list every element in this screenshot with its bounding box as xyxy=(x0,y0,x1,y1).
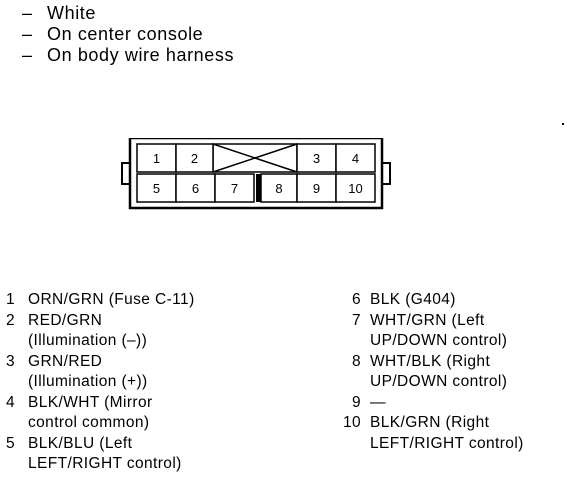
pin-description-line: (Illumination (+)) xyxy=(28,373,148,390)
pin-entry-description: GRN/RED (Illumination (+)) xyxy=(28,352,306,393)
pin-entry-number: 4 xyxy=(6,393,16,411)
pin-description-line: BLK (G404) xyxy=(370,291,456,308)
connector-diagram: 1 2 3 4 5 6 7 8 9 10 xyxy=(121,138,391,210)
pin-description-line: GRN/RED xyxy=(28,352,103,370)
pin-description-line: RED/GRN xyxy=(28,311,103,329)
pin-entry: 1 ORN/GRN (Fuse C-11) xyxy=(6,290,306,311)
pin-description-line: — xyxy=(370,393,386,411)
pin-entry-number: 2 xyxy=(6,311,16,329)
pin-entry-description: RED/GRN (Illumination (–)) xyxy=(28,311,306,352)
pin-cavity-8: 8 xyxy=(260,173,298,203)
pin-cavity-5: 5 xyxy=(136,173,177,203)
pin-cavity-3: 3 xyxy=(296,143,337,173)
pin-description-line: control common) xyxy=(28,414,150,431)
pin-entry-description: BLK/WHT (Mirror control common) xyxy=(28,393,306,434)
pin-number: 5 xyxy=(153,181,160,196)
pin-entry: 4 BLK/WHT (Mirror control common) xyxy=(6,393,306,434)
pin-description-line: UP/DOWN control) xyxy=(370,373,508,390)
pin-entry-description: ORN/GRN (Fuse C-11) xyxy=(28,290,306,311)
pin-description-line: LEFT/RIGHT control) xyxy=(28,455,182,472)
pin-cavity-6: 6 xyxy=(175,173,216,203)
pin-number: 7 xyxy=(231,181,238,196)
pin-number: 9 xyxy=(313,181,320,196)
pin-description-line: ORN/GRN (Fuse C-11) xyxy=(28,291,195,308)
header-line-color: – White xyxy=(22,3,234,24)
pin-cavity-4: 4 xyxy=(335,143,376,173)
header-dash: – xyxy=(22,3,33,23)
pin-cavity-7: 7 xyxy=(214,173,255,203)
pin-description-line: BLK/BLU (Left xyxy=(28,434,133,452)
pin-entry-number: 10 xyxy=(342,414,361,431)
pin-number: 1 xyxy=(153,151,160,166)
pin-entry: 6 BLK (G404) xyxy=(334,290,574,311)
header-line-harness: – On body wire harness xyxy=(22,45,234,66)
connector-info-header: – White – On center console – On body wi… xyxy=(22,3,234,66)
pin-entry-number: 7 xyxy=(351,311,361,329)
pin-cavity-2: 2 xyxy=(175,143,214,173)
pin-description-line: BLK/WHT (Mirror xyxy=(28,393,153,411)
pin-number: 2 xyxy=(191,151,198,166)
pin-entry: 3 GRN/RED (Illumination (+)) xyxy=(6,352,306,393)
blank-cavity xyxy=(212,143,298,173)
header-dash: – xyxy=(22,24,33,44)
pin-description-line: WHT/BLK (Right xyxy=(370,352,491,370)
stray-dot xyxy=(562,123,564,125)
pin-entry-number: 3 xyxy=(6,352,16,370)
pin-entry-description: — xyxy=(370,393,574,414)
pin-entry: 9— xyxy=(334,393,574,414)
pin-description-line: (Illumination (–)) xyxy=(28,332,148,349)
pin-description-line: WHT/GRN (Left xyxy=(370,311,485,329)
pin-description-line: UP/DOWN control) xyxy=(370,332,508,349)
header-dash: – xyxy=(22,45,33,65)
pin-entry-number: 9 xyxy=(351,393,361,411)
pin-number: 4 xyxy=(352,151,359,166)
pin-entry-number: 1 xyxy=(6,291,16,308)
pin-cavity-10: 10 xyxy=(335,173,376,203)
connector-color: White xyxy=(47,3,97,23)
pin-number: 3 xyxy=(313,151,320,166)
pin-description-line: BLK/GRN (Right xyxy=(370,414,490,431)
pin-entry-number: 6 xyxy=(351,291,361,308)
pin-entry: 2 RED/GRN (Illumination (–)) xyxy=(6,311,306,352)
pin-entry-description: BLK (G404) xyxy=(370,290,574,311)
connector-harness: On body wire harness xyxy=(47,45,235,65)
pin-cavity-9: 9 xyxy=(296,173,337,203)
pin-cavity-1: 1 xyxy=(136,143,177,173)
header-line-location: – On center console xyxy=(22,24,234,45)
pin-list-left: 1 ORN/GRN (Fuse C-11) 2 RED/GRN (Illuminatio… xyxy=(6,290,306,475)
pin-entry-number: 5 xyxy=(6,434,16,452)
connector-key xyxy=(256,174,261,202)
pin-description-line: LEFT/RIGHT control) xyxy=(370,434,524,452)
pin-number: 8 xyxy=(275,181,282,196)
pin-number: 10 xyxy=(348,181,362,196)
pin-entry-number: 8 xyxy=(351,352,361,370)
pin-number: 6 xyxy=(192,181,199,196)
connector-location: On center console xyxy=(47,24,204,44)
